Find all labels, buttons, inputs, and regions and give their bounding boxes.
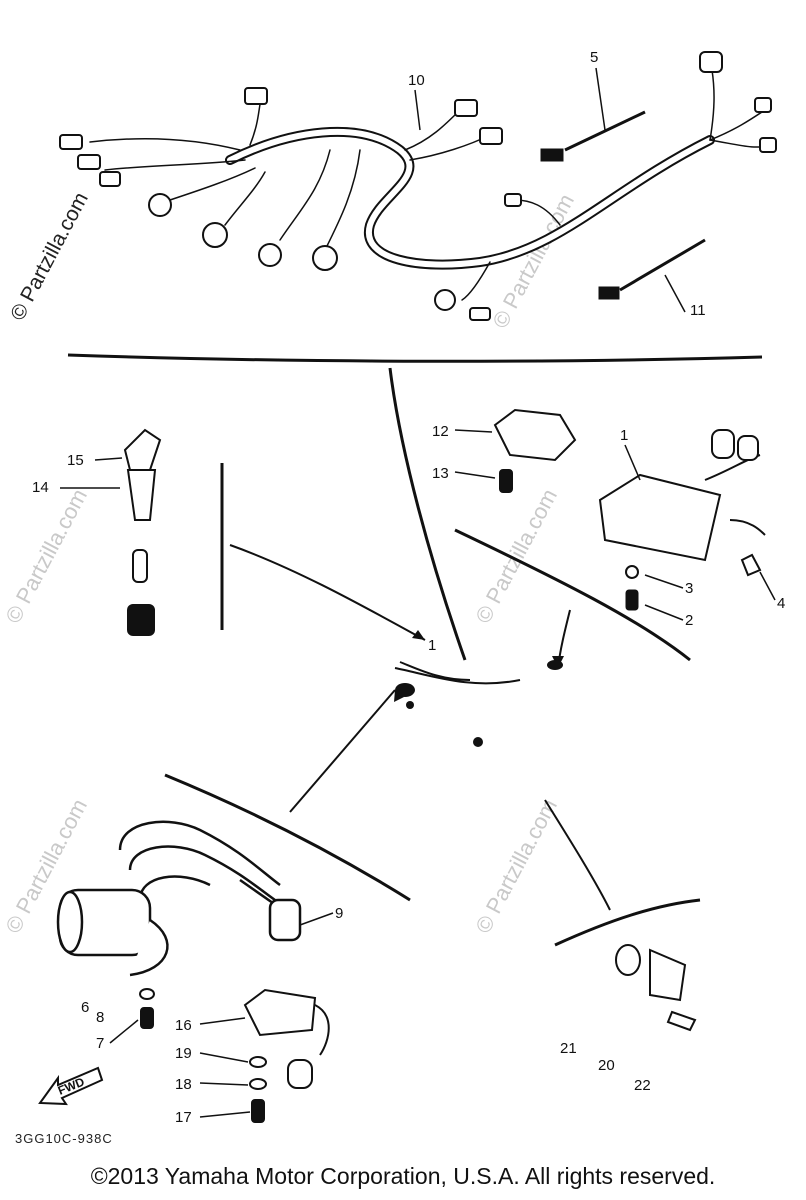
callout-leaders: [60, 67, 776, 1118]
callout-16: 16: [175, 1017, 192, 1034]
callout-10: 10: [408, 72, 425, 89]
sub-wire-5: [540, 110, 646, 162]
callout-21: 21: [560, 1040, 577, 1057]
wire-harness: [89, 69, 771, 301]
callout-5: 5: [590, 49, 598, 66]
sub-wire-11: [598, 238, 706, 300]
callout-8: 8: [96, 1009, 104, 1026]
watermark: © Partzilla.com: [0, 485, 92, 628]
watermark: © Partzilla.com: [470, 795, 562, 938]
callout-6: 6: [81, 999, 89, 1016]
relay-unit: [243, 988, 330, 1123]
callout-18: 18: [175, 1076, 192, 1093]
drawing-code: 3GG10C-938C: [15, 1131, 113, 1146]
callout-2: 2: [685, 612, 693, 629]
cap-assembly: [615, 944, 697, 1032]
hardware-small: [625, 553, 762, 611]
callout-17: 17: [175, 1109, 192, 1126]
watermark-dark: © Partzilla.com: [6, 189, 93, 325]
watermarks: © Partzilla.com © Partzilla.com © Partzi…: [0, 189, 579, 938]
callout-1: 1: [620, 427, 628, 444]
callout-11: 11: [690, 302, 706, 319]
watermark: © Partzilla.com: [470, 485, 562, 628]
outline-lines: [67, 353, 763, 947]
callout-19: 19: [175, 1045, 192, 1062]
callout-7: 7: [96, 1035, 104, 1052]
arrow-heads: [394, 630, 564, 702]
callout-labels: 1 1 2 3 4 5 6 7 8 9 10 11 12 13 14 15 16…: [32, 49, 785, 1126]
harness-connectors: [59, 51, 777, 321]
bolts-6-7-8: [139, 988, 155, 1029]
callout-9: 9: [335, 905, 343, 922]
fuse-holder: [123, 428, 162, 636]
fwd-arrow-icon: FWD: [38, 1066, 104, 1106]
callout-1b: 1: [428, 637, 436, 654]
callout-14: 14: [32, 479, 49, 496]
center-parts: [395, 660, 563, 747]
cover-12: [493, 408, 577, 493]
callout-22: 22: [634, 1077, 651, 1094]
callout-13: 13: [432, 465, 449, 482]
callout-12: 12: [432, 423, 449, 440]
callout-4: 4: [777, 595, 785, 612]
cdi-unit: [598, 429, 766, 562]
callout-3: 3: [685, 580, 693, 597]
leader-lines: [229, 544, 611, 911]
copyright-notice: ©2013 Yamaha Motor Corporation, U.S.A. A…: [90, 1163, 716, 1189]
ignition-coil: [56, 820, 302, 977]
callout-15: 15: [67, 452, 84, 469]
callout-20: 20: [598, 1057, 615, 1074]
